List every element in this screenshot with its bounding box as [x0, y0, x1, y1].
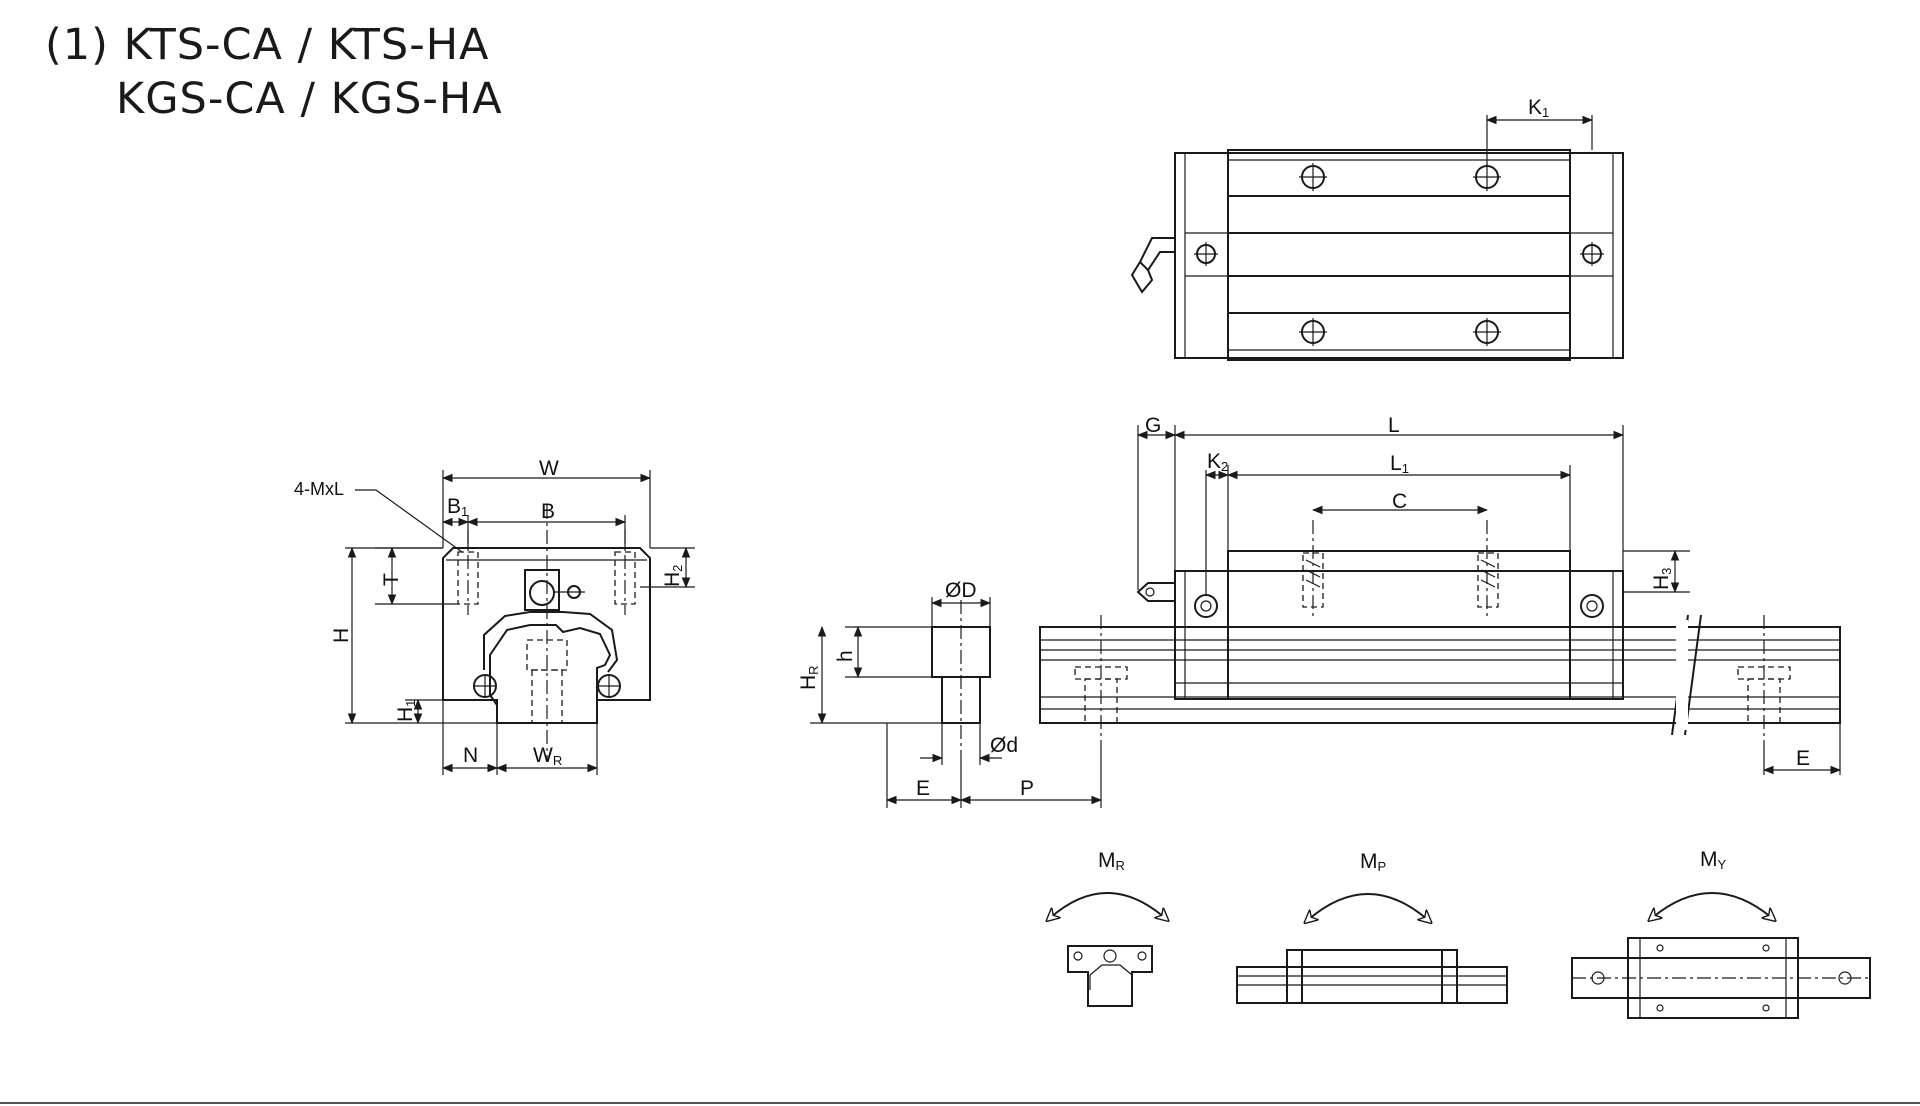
moment-pitch-icon: MP: [1236, 850, 1508, 1004]
label-mxl: 4-MxL: [294, 479, 344, 499]
label-k2: K2: [1207, 450, 1228, 474]
label-h3: H3: [1650, 568, 1674, 590]
label-h-small: h: [834, 650, 857, 662]
title-line-2: KGS-CA / KGS-HA: [116, 74, 503, 124]
moment-yaw-icon: MY: [1571, 848, 1871, 1019]
label-k1: K1: [1528, 96, 1549, 120]
bottom-rule: [0, 1102, 1920, 1104]
front-view: W B1 B 4-MxL T H2 H H1 N: [294, 457, 695, 775]
title-line-1: (1) KTS-CA / KTS-HA: [45, 20, 490, 70]
label-l1: L1: [1390, 452, 1409, 476]
label-h1: H1: [394, 700, 418, 722]
label-n: N: [463, 744, 478, 767]
label-mr: MR: [1098, 849, 1125, 873]
label-b: B: [541, 500, 555, 523]
label-e-left: E: [916, 777, 930, 800]
label-h2: H2: [661, 565, 685, 587]
label-wr: WR: [533, 744, 562, 768]
label-t: T: [380, 573, 403, 586]
label-od-upper: ØD: [945, 579, 977, 602]
label-hr: HR: [797, 665, 821, 690]
label-p: P: [1020, 777, 1034, 800]
label-h-big: H: [330, 628, 353, 643]
label-my: MY: [1700, 848, 1727, 872]
label-w: W: [539, 457, 559, 480]
label-g: G: [1145, 414, 1161, 437]
label-b1: B1: [447, 495, 468, 519]
top-view: K1: [1130, 96, 1624, 361]
block-side: [1174, 570, 1624, 700]
moment-roll-icon: MR: [1050, 849, 1165, 1007]
label-od-lower: Ød: [990, 734, 1018, 757]
side-view: G L K2 L1 C H3 ØD h: [797, 414, 1842, 808]
label-e-right: E: [1796, 747, 1810, 770]
label-mp: MP: [1360, 850, 1386, 874]
label-l: L: [1388, 414, 1400, 437]
label-c: C: [1392, 490, 1407, 513]
